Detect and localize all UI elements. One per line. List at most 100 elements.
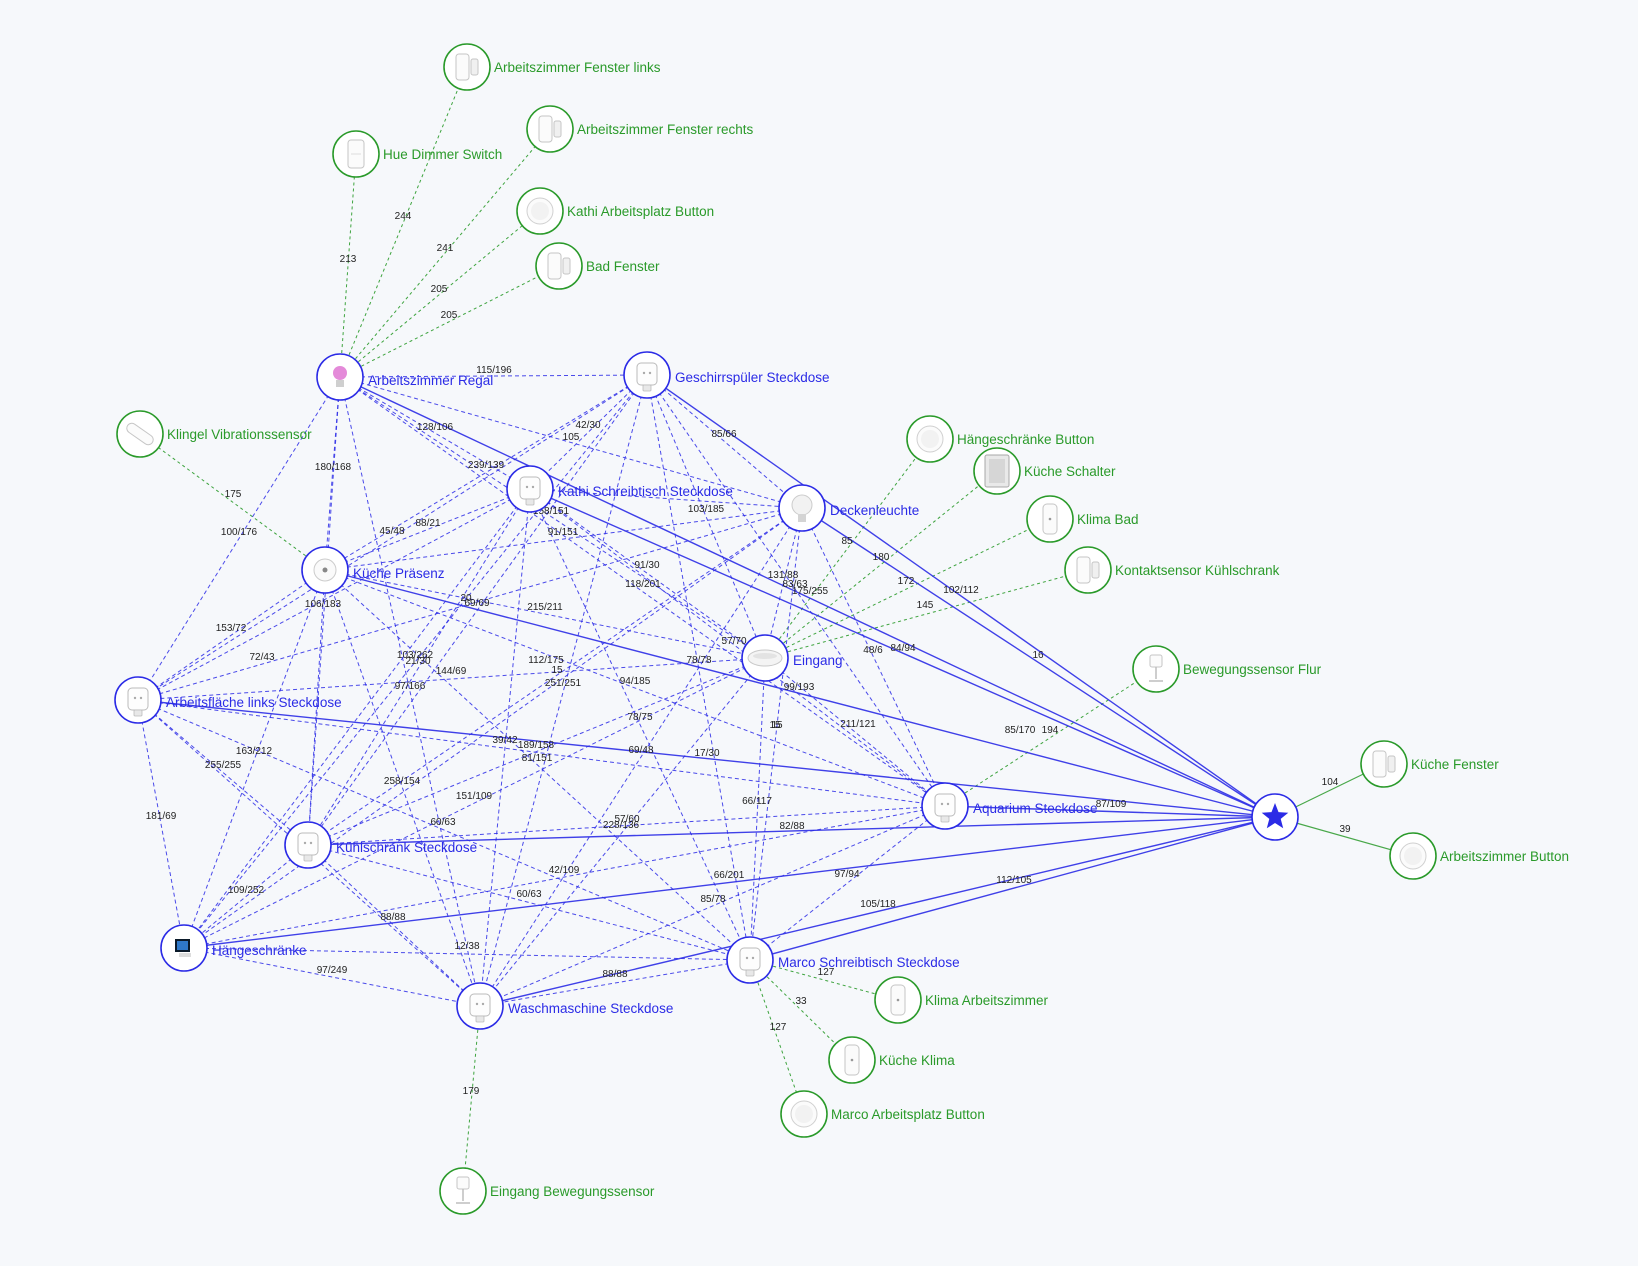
link-quality-label: 81/151 [522,753,553,764]
link-kueche_praes-marco_sd [324,569,751,961]
link-eingang-kuehl_sd [307,657,766,846]
link-quality-label: 85 [841,536,853,547]
device-node-arbeitszimmer-fenster-links[interactable]: Arbeitszimmer Fenster links [443,43,661,91]
device-node-h-ngeschr-nke[interactable]: Hängeschränke [160,924,307,972]
device-label: Arbeitszimmer Fenster rechts [577,122,754,137]
link-quality-label: 158/151 [533,506,570,517]
vibration-sensor-icon [126,422,154,446]
link-coordinator-geschirr [646,374,1276,818]
link-quality-label: 241 [437,243,454,254]
device-node-arbeitszimmer-regal[interactable]: Arbeitszimmer Regal [316,353,493,401]
device-label: Küche Klima [879,1053,955,1068]
device-node-h-ngeschr-nke-button[interactable]: Hängeschränke Button [906,415,1094,463]
device-label: Hue Dimmer Switch [383,147,502,162]
link-quality-label: 104 [1322,777,1339,788]
device-node-bewegungssensor-flur[interactable]: Bewegungssensor Flur [1132,645,1322,693]
device-node-waschmaschine-steckdose[interactable]: Waschmaschine Steckdose [456,982,673,1030]
device-node-marco-arbeitsplatz-button[interactable]: Marco Arbeitsplatz Button [780,1090,985,1138]
link-quality-label: 88/88 [380,912,405,923]
device-node-marco-schreibtisch-steckdose[interactable]: Marco Schreibtisch Steckdose [726,936,960,984]
device-node-k-che-klima[interactable]: Küche Klima [828,1036,955,1084]
link-marco_sd-marco_btn [749,959,805,1115]
link-quality-label: 127 [770,1022,787,1033]
device-node-kathi-arbeitsplatz-button[interactable]: Kathi Arbeitsplatz Button [516,187,714,235]
link-decken-eingang [764,507,803,659]
link-quality-label: 91/30 [634,560,659,571]
device-node-klima-bad[interactable]: Klima Bad [1026,495,1139,543]
device-label: Arbeitszimmer Fenster links [494,60,661,75]
link-quality-label: 239/139 [468,460,505,471]
link-quality-label: 97/94 [834,869,859,880]
link-geschirr-af_links [137,374,648,701]
link-quality-label: 175 [225,489,242,500]
device-node-k-che-pr-senz[interactable]: Küche Präsenz [301,546,445,594]
device-node-eingang[interactable]: Eingang [741,634,843,682]
link-wasch-eingang_bew [462,1005,481,1192]
device-node-arbeitszimmer-fenster-rechts[interactable]: Arbeitszimmer Fenster rechts [526,105,754,153]
link-quality-label: 33 [795,996,807,1007]
device-label: Deckenleuchte [830,503,919,518]
link-quality-label: 180 [873,552,890,563]
link-aquarium-wasch [479,805,946,1007]
device-node-klima-arbeitszimmer[interactable]: Klima Arbeitszimmer [874,976,1049,1024]
link-kueche_praes-aquarium [324,569,946,807]
climate-sensor-icon [1042,503,1058,535]
hue-bulb-icon [333,366,347,387]
link-quality-label: 39/42 [492,735,517,746]
link-af_links-haenge [137,699,185,949]
link-quality-label: 205 [441,310,458,321]
link-coordinator-ar_regal [339,376,1276,818]
device-node-klingel-vibrationssensor[interactable]: Klingel Vibrationssensor [116,410,312,458]
smart-plug-icon [739,947,761,977]
link-quality-label: 211/121 [840,719,876,730]
device-label: Klima Arbeitszimmer [925,993,1049,1008]
device-node-bad-fenster[interactable]: Bad Fenster [535,242,660,290]
smart-plug-icon [636,362,658,392]
link-quality-label: 20 [460,593,472,604]
link-kathi_sd-marco_sd [529,488,751,961]
device-label: Kathi Schreibtisch Steckdose [558,484,733,499]
link-quality-label: 213 [340,254,357,265]
link-kueche_praes-klingel [139,433,326,571]
device-node-arbeitsfl-che-links-steckdose[interactable]: Arbeitsfläche links Steckdose [114,676,342,724]
device-node-eingang-bewegungssensor[interactable]: Eingang Bewegungssensor [439,1167,655,1215]
device-node-arbeitszimmer-button[interactable]: Arbeitszimmer Button [1389,832,1569,880]
link-quality-label: 66/117 [742,796,772,807]
link-quality-label: 194 [1042,725,1059,736]
device-node-aquarium-steckdose[interactable]: Aquarium Steckdose [921,782,1098,830]
device-label: Küche Präsenz [353,566,445,581]
device-node-kontaktsensor-k-hlschrank[interactable]: Kontaktsensor Kühlschrank [1064,546,1280,594]
device-label: Waschmaschine Steckdose [508,1001,673,1016]
device-node-kathi-schreibtisch-steckdose[interactable]: Kathi Schreibtisch Steckdose [506,465,733,513]
device-node-k-che-schalter[interactable]: Küche Schalter [973,447,1116,495]
link-quality-label: 251/251 [545,678,582,689]
device-label: Kühlschrank Steckdose [336,840,477,855]
link-quality-label: 244 [395,211,412,222]
link-quality-label: 215/211 [527,602,563,613]
device-label: Küche Fenster [1411,757,1499,772]
device-node-deckenleuchte[interactable]: Deckenleuchte [778,484,919,532]
link-ar_regal-kueche_praes [324,376,341,571]
device-node-geschirrsp-ler-steckdose[interactable]: Geschirrspüler Steckdose [623,351,830,399]
link-coordinator-aquarium [944,805,1276,818]
link-kueche_praes-af_links [137,569,326,701]
device-label: Küche Schalter [1024,464,1116,479]
link-quality-label: 83/63 [782,579,807,590]
device-label: Eingang Bewegungssensor [490,1184,655,1199]
device-node-k-hlschrank-steckdose[interactable]: Kühlschrank Steckdose [284,821,477,869]
link-decken-marco_sd [749,507,803,961]
link-quality-label: 16 [1032,650,1044,661]
link-geschirr-decken [646,374,803,509]
ceiling-light-icon [747,649,783,667]
device-node-hue-dimmer-switch[interactable]: Hue Dimmer Switch [332,130,502,178]
link-quality-label: 88/88 [602,969,627,980]
smart-plug-icon [469,993,491,1023]
link-kathi_sd-kuehl_sd [307,488,531,846]
wall-switch-icon [984,454,1010,488]
device-node-k-che-fenster[interactable]: Küche Fenster [1360,740,1499,788]
device-node-coordinator[interactable] [1251,793,1299,841]
link-kuehl_sd-haenge [183,844,309,949]
link-quality-label: 69/48 [628,745,653,756]
link-ar_regal-af_links [137,376,341,701]
